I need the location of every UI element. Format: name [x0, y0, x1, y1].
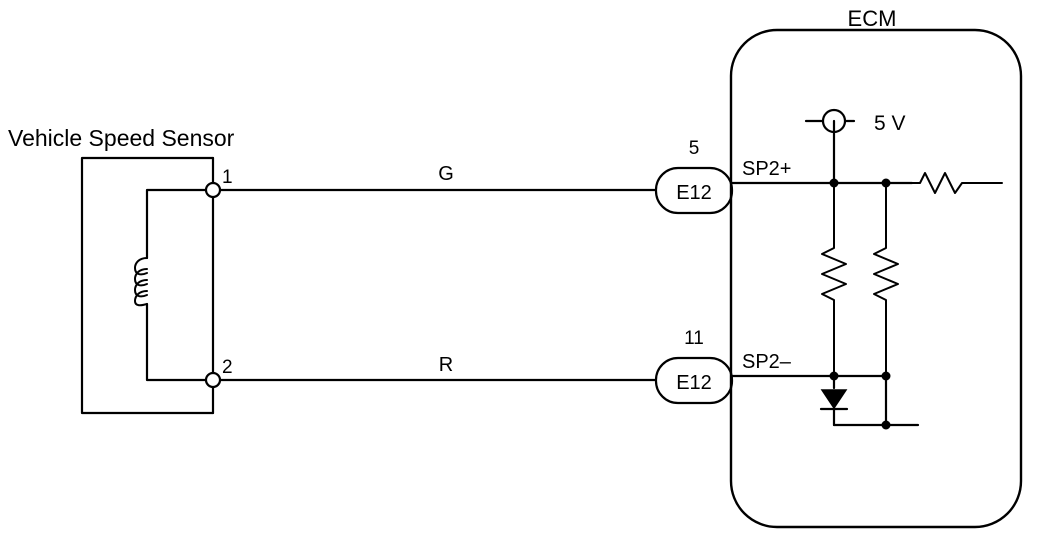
connector-bottom-name: E12 — [676, 372, 712, 394]
wire-top-color: G — [438, 163, 454, 185]
sp2-minus-label: SP2– — [742, 351, 792, 373]
sensor-title: Vehicle Speed Sensor — [8, 125, 235, 151]
ecm-housing — [729, 28, 1023, 529]
sensor-housing — [80, 156, 215, 415]
supply-label: 5 V — [874, 112, 906, 135]
series-resistor-icon — [911, 172, 1003, 194]
terminal-2-icon — [204, 371, 222, 389]
junction-dot — [881, 420, 891, 430]
diode-icon — [820, 389, 848, 410]
sp2-plus-label: SP2+ — [742, 158, 791, 180]
terminal-1-icon — [204, 181, 222, 199]
terminal-1-label: 1 — [222, 167, 233, 188]
pullup-resistor-left-icon — [821, 182, 847, 377]
coil-lead-bottom — [145, 302, 207, 382]
connector-top-pin: 5 — [689, 138, 700, 159]
coil-icon — [134, 257, 148, 307]
ecm-title: ECM — [848, 6, 897, 31]
coil-lead-top — [145, 188, 207, 260]
terminal-2-label: 2 — [222, 357, 233, 378]
pullup-resistor-right-icon — [873, 182, 899, 377]
wire-bottom-color: R — [439, 354, 453, 376]
connector-bottom-pin: 11 — [684, 328, 704, 349]
connector-top-name: E12 — [676, 182, 712, 204]
